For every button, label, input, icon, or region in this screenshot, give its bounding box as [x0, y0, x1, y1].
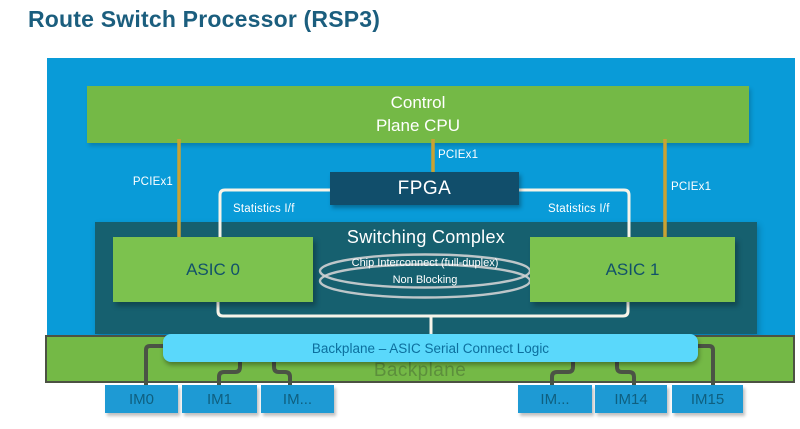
backplane-serial-connect-label: Backplane – ASIC Serial Connect Logic [311, 340, 550, 356]
pcie-label-left: PCIEx1 [132, 176, 173, 188]
cpu-label-line2: Plane CPU [375, 115, 461, 135]
asic1-block: ASIC 1 [530, 237, 735, 302]
im-module-dots-left: IM... [261, 385, 334, 413]
page-title: Route Switch Processor (RSP3) [28, 6, 381, 32]
backplane-label: Backplane [373, 360, 467, 381]
asic0-block: ASIC 0 [113, 237, 313, 302]
switching-complex-title: Switching Complex [346, 227, 506, 247]
im-module-1: IM1 [182, 385, 257, 413]
fpga-label: FPGA [397, 177, 452, 199]
asic1-label: ASIC 1 [605, 259, 660, 279]
im-module-dots-right: IM... [518, 385, 592, 413]
im-module-0: IM0 [105, 385, 178, 413]
im-module-15: IM15 [672, 385, 743, 413]
control-plane-cpu-block: Control Plane CPU [87, 86, 749, 143]
im-dots-left-label: IM... [282, 390, 313, 408]
im1-label: IM1 [206, 390, 232, 408]
statistics-label-left: Statistics I/f [233, 203, 295, 215]
asic0-label: ASIC 0 [186, 259, 240, 279]
im0-label: IM0 [128, 390, 154, 408]
im-dots-right-label: IM... [540, 390, 570, 408]
cpu-label-line1: Control [390, 93, 446, 113]
statistics-label-right: Statistics I/f [548, 203, 610, 215]
pcie-label-right: PCIEx1 [671, 181, 712, 193]
pcie-label-center: PCIEx1 [438, 149, 479, 161]
backplane-serial-connect-bar: Backplane – ASIC Serial Connect Logic [163, 334, 698, 362]
im15-label: IM15 [690, 390, 725, 408]
im-module-14: IM14 [595, 385, 667, 413]
chip-interconnect-line2: Non Blocking [392, 273, 458, 286]
chip-interconnect-label: Chip Interconnect (full-duplex) Non Bloc… [315, 255, 535, 288]
fpga-block: FPGA [330, 172, 519, 205]
chip-interconnect-line1: Chip Interconnect (full-duplex) [351, 257, 499, 269]
im14-label: IM14 [614, 390, 648, 408]
